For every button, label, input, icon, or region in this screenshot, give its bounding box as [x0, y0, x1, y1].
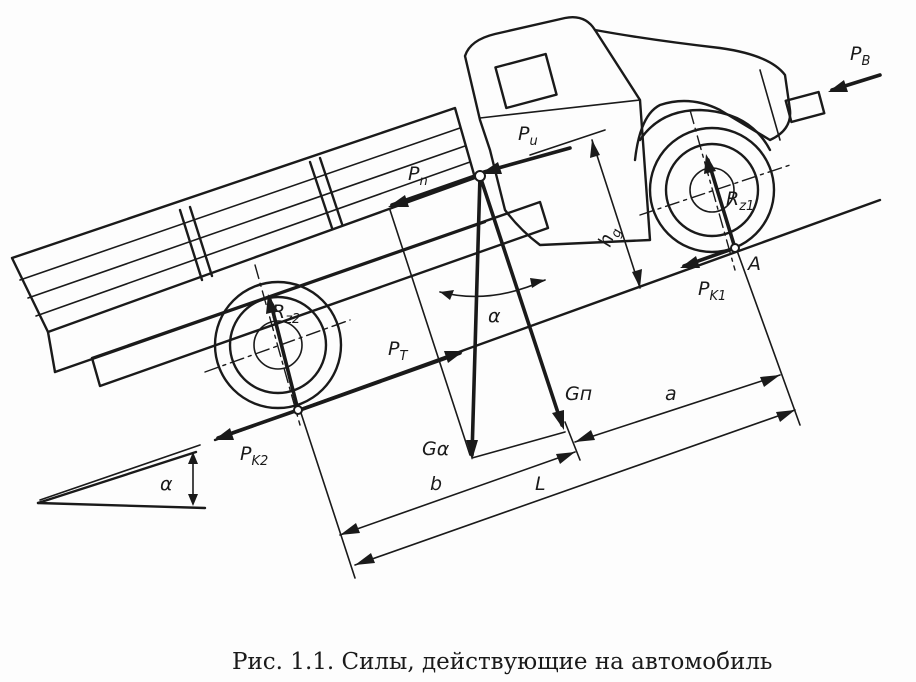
slope-angle-marker	[36, 450, 207, 510]
label-pv: PB	[850, 43, 870, 69]
label-gp: Gп	[565, 383, 592, 405]
label-pk2: PK2	[240, 443, 268, 469]
figure-caption: Рис. 1.1. Силы, действующие на автомобил…	[232, 649, 772, 675]
label-a-dim: a	[665, 383, 677, 405]
front-wheel	[639, 109, 791, 271]
label-rz2: Rz2	[272, 301, 300, 327]
contact-points	[293, 170, 740, 415]
truck-cab	[463, 16, 826, 247]
labels: PB Pu Pn PT PK1 PK2 Rz1 Rz2 hg α α Gα Gп…	[160, 43, 870, 495]
label-pt: PT	[388, 338, 408, 364]
label-alpha-center: α	[488, 305, 501, 327]
label-ga: Gα	[422, 438, 450, 460]
label-point-a: A	[746, 253, 761, 275]
label-pk1: PK1	[698, 278, 726, 304]
force-vectors	[214, 73, 882, 460]
road-slope	[39, 198, 882, 501]
label-l-dim: L	[535, 473, 546, 495]
rear-wheel	[204, 264, 351, 426]
label-pu: Pu	[518, 123, 538, 149]
dimension-lines	[299, 129, 801, 579]
label-rz1: Rz1	[726, 188, 754, 214]
label-b-dim: b	[430, 473, 442, 495]
label-pn: Pn	[408, 163, 428, 189]
label-alpha-slope: α	[160, 473, 173, 495]
